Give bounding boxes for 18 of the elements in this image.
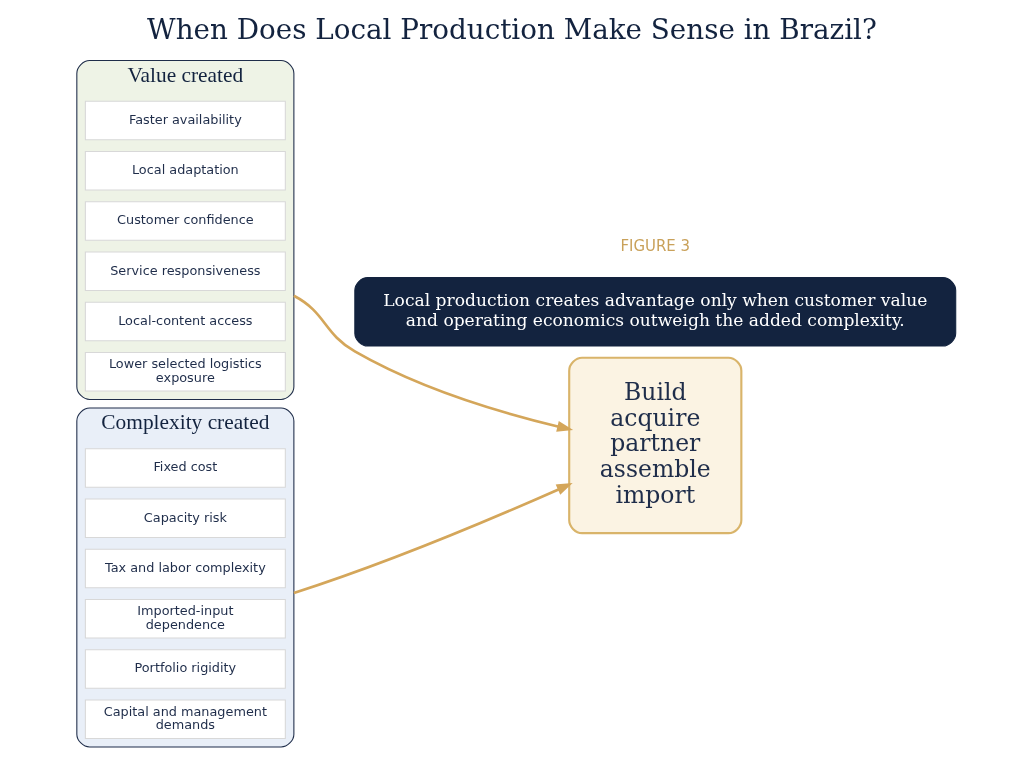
node-box: Faster availability xyxy=(84,100,286,141)
node-box: Service responsiveness xyxy=(84,251,286,291)
arrow xyxy=(293,483,573,595)
node-box: Local-content access xyxy=(84,301,286,342)
node-box: Portfolio rigidity xyxy=(84,649,286,689)
diagram-title: When Does Local Production Make Sense in Brazil? xyxy=(147,12,877,46)
node-box: Customer confidence xyxy=(84,201,286,241)
node-box: Lower selected logistics exposure xyxy=(84,351,286,392)
node-box: Capacity risk xyxy=(84,498,286,538)
node-box: Tax and labor complexity xyxy=(84,548,286,589)
node-box: Local adaptation xyxy=(84,150,286,191)
node-box: Imported-input dependence xyxy=(84,598,286,639)
node-box: Fixed cost xyxy=(84,448,286,488)
label: FIGURE 3 xyxy=(620,236,691,255)
node-box: Build acquire partner assemble import xyxy=(568,356,743,535)
node-box: Local production creates advantage only when customer value and operating economics outweigh the added complexity. xyxy=(354,277,957,347)
node-box: Capital and management demands xyxy=(84,699,286,739)
arrow xyxy=(293,294,574,432)
